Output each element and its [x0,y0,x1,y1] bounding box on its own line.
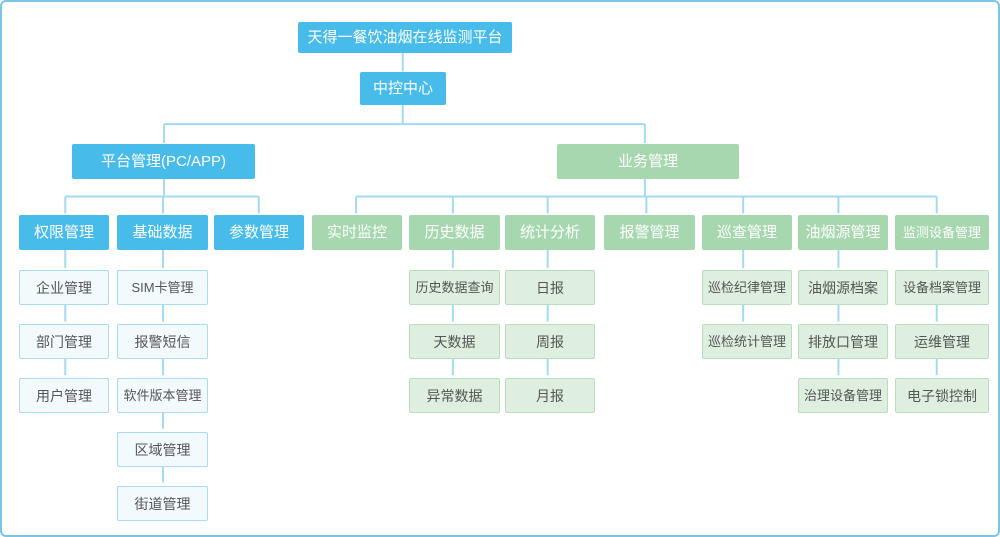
leaf-node: 日报 [505,270,595,305]
leaf-node: 设备档案管理 [895,270,989,305]
leaf-node: 街道管理 [117,486,208,521]
module-node: 基础数据 [117,215,208,250]
module-node: 监测设备管理 [895,215,989,250]
branch-node-1: 业务管理 [557,144,739,179]
leaf-node: 月报 [505,378,595,413]
leaf-node: 报警短信 [117,324,208,359]
leaf-node: 部门管理 [19,324,109,359]
leaf-node: SIM卡管理 [117,270,208,305]
module-node: 统计分析 [505,215,595,250]
module-node: 巡查管理 [702,215,792,250]
leaf-node: 运维管理 [895,324,989,359]
branch-node-0: 平台管理(PC/APP) [72,144,255,179]
hub-node: 中控中心 [360,72,446,105]
module-node: 权限管理 [19,215,109,250]
module-node: 报警管理 [604,215,695,250]
leaf-node: 异常数据 [409,378,500,413]
leaf-node: 企业管理 [19,270,109,305]
leaf-node: 区域管理 [117,432,208,467]
leaf-node: 排放口管理 [798,324,888,359]
leaf-node: 周报 [505,324,595,359]
leaf-node: 巡检纪律管理 [702,270,792,305]
leaf-node: 治理设备管理 [798,378,888,413]
leaf-node: 油烟源档案 [798,270,888,305]
module-node: 参数管理 [214,215,304,250]
module-node: 历史数据 [409,215,500,250]
leaf-node: 软件版本管理 [117,378,208,413]
leaf-node: 用户管理 [19,378,109,413]
leaf-node: 天数据 [409,324,500,359]
leaf-node: 巡检统计管理 [702,324,792,359]
module-node: 实时监控 [312,215,402,250]
module-node: 油烟源管理 [798,215,888,250]
leaf-node: 历史数据查询 [409,270,500,305]
leaf-node: 电子锁控制 [895,378,989,413]
root-node: 天得一餐饮油烟在线监测平台 [298,22,512,53]
